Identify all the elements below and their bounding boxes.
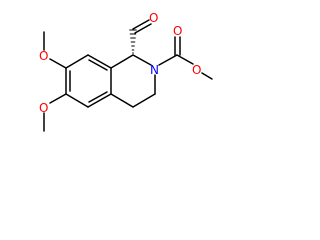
- atom-n-ring: N: [150, 63, 159, 77]
- bond-ar-inner-1: [88, 59, 108, 71]
- bond-cho-single: [132, 19, 150, 30]
- bond-o-methyl: [201, 72, 213, 80]
- bond-ar-c7-c8: [65, 54, 89, 69]
- bond-c3-c4: [132, 93, 156, 108]
- bond-n2-c-carbonyl: [158, 54, 178, 66]
- bond-c4-c4a: [110, 93, 134, 108]
- bond-ar-inner-2: [88, 91, 108, 103]
- bond-c8a-c1: [110, 54, 134, 69]
- bond-c-o-ester: [176, 54, 194, 65]
- bond-c1-n2: [132, 54, 152, 66]
- atom-o-carbonyl: O: [173, 24, 182, 38]
- stereo-hash-wedge: [129, 29, 137, 54]
- atom-o-methoxy-lower: O: [39, 101, 48, 115]
- atom-o-ester: O: [192, 63, 201, 77]
- atom-o-methoxy-upper: O: [39, 49, 48, 63]
- molecule-diagram: O O O N O O: [39, 11, 213, 132]
- bond-ar-c8-c8a: [87, 54, 112, 69]
- atom-o-aldehyde: O: [149, 11, 158, 25]
- bond-c7-o: [49, 58, 67, 69]
- bond-ar-c5-c6: [65, 93, 89, 108]
- bond-ar-c4a-c5: [87, 93, 112, 108]
- bond-cho-double: [134, 23, 152, 34]
- bond-c6-o: [49, 93, 67, 104]
